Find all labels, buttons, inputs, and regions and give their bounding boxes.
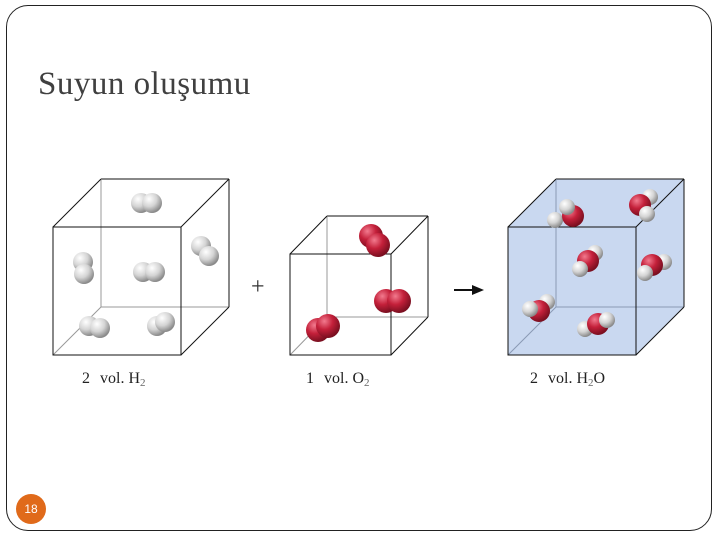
o2-molecule (359, 224, 390, 257)
caption-label: vol. H (548, 370, 588, 387)
plus-sign: + (251, 274, 265, 300)
caption-amount: 2 (530, 370, 538, 387)
h2-molecule (191, 236, 219, 266)
caption-tail: O (593, 370, 606, 387)
h2-molecule (133, 262, 165, 282)
h2-molecule (79, 316, 110, 338)
h2o-molecule (547, 199, 584, 228)
h2-molecule (147, 312, 175, 336)
water-molecules (522, 189, 672, 337)
h2o-molecule (522, 294, 555, 322)
caption-subscript: 2 (588, 377, 594, 389)
h2o-molecule (629, 189, 658, 222)
slide-frame (6, 5, 712, 531)
h2o-molecule (577, 312, 615, 337)
caption-subscript: 2 (364, 377, 370, 389)
page-number-badge: 18 (16, 494, 46, 524)
caption-label: vol. H (100, 370, 140, 387)
caption-label: vol. O (324, 370, 364, 387)
caption-amount: 2 (82, 370, 90, 387)
hydrogen-box (52, 178, 230, 356)
slide-title: Suyun oluşumu (38, 66, 251, 102)
h2o-molecule (637, 254, 672, 281)
page-number: 18 (24, 502, 38, 516)
caption-subscript: 2 (140, 377, 146, 389)
caption-amount: 1 (306, 370, 314, 387)
caption-oxygen: 1 vol. O2 (306, 370, 370, 389)
hydrogen-molecules (73, 193, 219, 338)
o2-molecule (374, 289, 411, 313)
h2-molecule (73, 252, 94, 284)
reaction-arrow (454, 285, 484, 295)
h2-molecule (131, 193, 162, 213)
h2o-molecule (572, 245, 603, 277)
oxygen-molecules (306, 224, 411, 342)
o2-molecule (306, 314, 340, 342)
